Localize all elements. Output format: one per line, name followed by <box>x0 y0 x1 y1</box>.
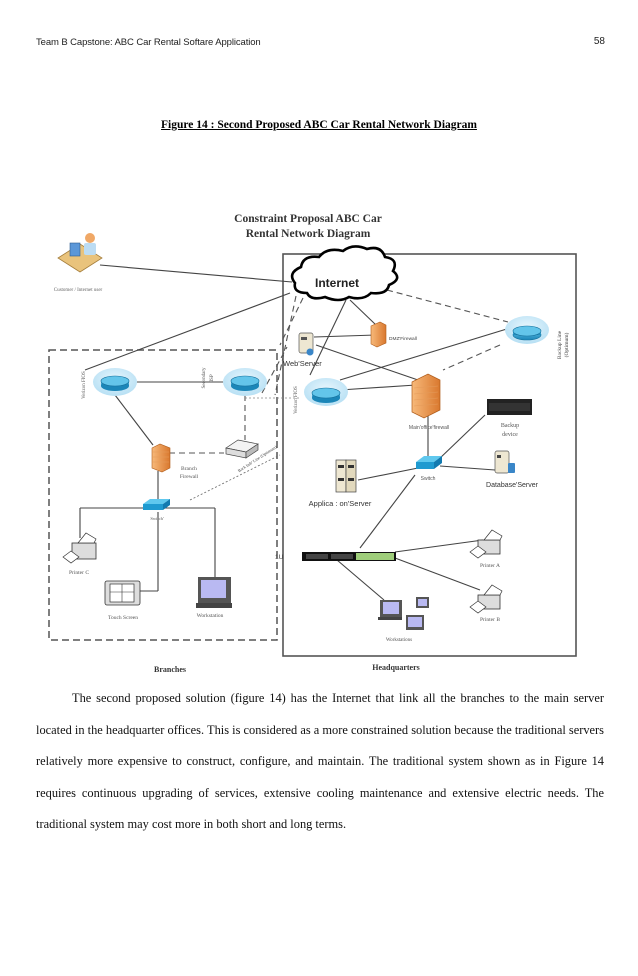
printer-b-label: Printer B <box>480 617 500 623</box>
internet-cloud-icon <box>290 245 399 302</box>
dmz-firewall-label: DMZ'Firewall <box>389 336 417 342</box>
patch-panel-icon <box>302 552 396 561</box>
branch-workstation-icon <box>196 577 232 608</box>
hq-workstations-icon <box>378 597 429 630</box>
branch-verizon-label: Verizon FIOS <box>82 371 87 399</box>
database-server-icon <box>494 450 515 474</box>
branch-firewall-label1: Branch <box>181 466 197 472</box>
backup-link-dotted <box>189 454 281 501</box>
touch-screen-label: Touch Screen <box>108 615 138 621</box>
network-diagram: Constraint Proposal ABC Car Rental Netwo… <box>48 213 577 674</box>
backup-device-label2: device <box>502 432 518 438</box>
hq-switch-icon <box>416 456 442 469</box>
dmz-firewall-icon <box>370 321 387 348</box>
hq-verizon-router-icon <box>304 378 348 406</box>
web-server-icon <box>298 332 314 356</box>
diagram-title-line2: Rental Network Diagram <box>246 228 371 240</box>
backup-device-label1: Backup <box>501 423 519 429</box>
main-office-firewall-icon <box>411 373 441 419</box>
touch-screen-icon <box>104 580 141 606</box>
branches-label: Branches <box>154 665 186 674</box>
branch-workstation-label: Workstation <box>197 613 224 619</box>
branch-firewall-label2: Firewall <box>180 474 199 480</box>
modem-icon <box>225 439 259 459</box>
printer-c-icon <box>62 532 97 564</box>
hq-workstations-label: Workstations <box>386 638 412 643</box>
hq-verizon-label: Verizon FIOS <box>294 386 299 414</box>
printer-a-label: Printer A <box>480 563 500 569</box>
body-paragraph-container: The second proposed solution (figure 14)… <box>36 683 604 841</box>
printer-b-icon <box>469 584 503 614</box>
body-paragraph: The second proposed solution (figure 14)… <box>36 691 604 832</box>
page-number: 58 <box>593 36 605 47</box>
figure-caption: Figure 14 : Second Proposed ABC Car Rent… <box>161 119 477 131</box>
branch-firewall-icon <box>151 443 171 473</box>
backup-line-sub-label: (Optimum) <box>563 332 570 357</box>
secondary-isp-label1: Secondary <box>202 367 207 389</box>
application-server-icon <box>335 459 357 493</box>
branch-switch-label: Switch' <box>150 516 164 521</box>
links-dashed <box>169 289 509 454</box>
web-server-label: Web'Server <box>283 359 322 368</box>
customer-label: Customer / Internet user <box>54 288 103 293</box>
headquarters-box <box>282 253 577 657</box>
backup-line-router-icon <box>505 316 549 344</box>
hq-switch-label: Switch <box>421 476 436 482</box>
customer-icon <box>57 233 103 273</box>
secondary-isp-router-icon <box>223 368 267 396</box>
internet-label: Internet <box>315 276 359 290</box>
patch-panel-label: 1U <box>275 554 284 561</box>
backup-device-icon <box>487 399 532 415</box>
backup-line-label: Backup Line <box>557 330 563 359</box>
running-header: Team B Capstone: ABC Car Rental Softare … <box>36 37 261 48</box>
branch-switch-icon <box>143 499 170 510</box>
branch-verizon-router-icon <box>93 368 137 396</box>
main-office-firewall-label: Main'office'firewall <box>409 425 449 431</box>
database-server-label: Database'Server <box>486 482 539 489</box>
branches-box <box>48 349 278 641</box>
links-solid <box>79 264 521 601</box>
diagram-title-line1: Constraint Proposal ABC Car <box>234 213 382 225</box>
secondary-isp-label2: ISP <box>210 374 215 381</box>
headquarters-label: Headquarters <box>372 663 420 672</box>
printer-c-label: Printer C <box>69 570 89 576</box>
application-server-label: Applica : on'Server <box>309 499 372 508</box>
printer-a-icon <box>469 529 503 559</box>
